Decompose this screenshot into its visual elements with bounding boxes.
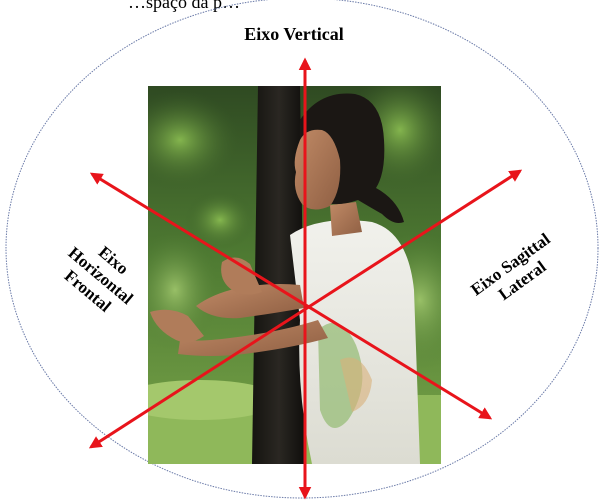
- axis-arrows: [88, 57, 523, 500]
- vertical-axis-label: Eixo Vertical: [244, 24, 344, 44]
- sagittal-lateral-axis-label: Eixo Sagittal Lateral: [467, 229, 554, 304]
- cut-header-text: …spaço da p…: [128, 0, 240, 12]
- horizontal-frontal-axis-label: Eixo Horizontal Frontal: [61, 242, 137, 316]
- photo: [148, 86, 441, 464]
- sagittal-lateral-axis-arrow: [88, 169, 523, 449]
